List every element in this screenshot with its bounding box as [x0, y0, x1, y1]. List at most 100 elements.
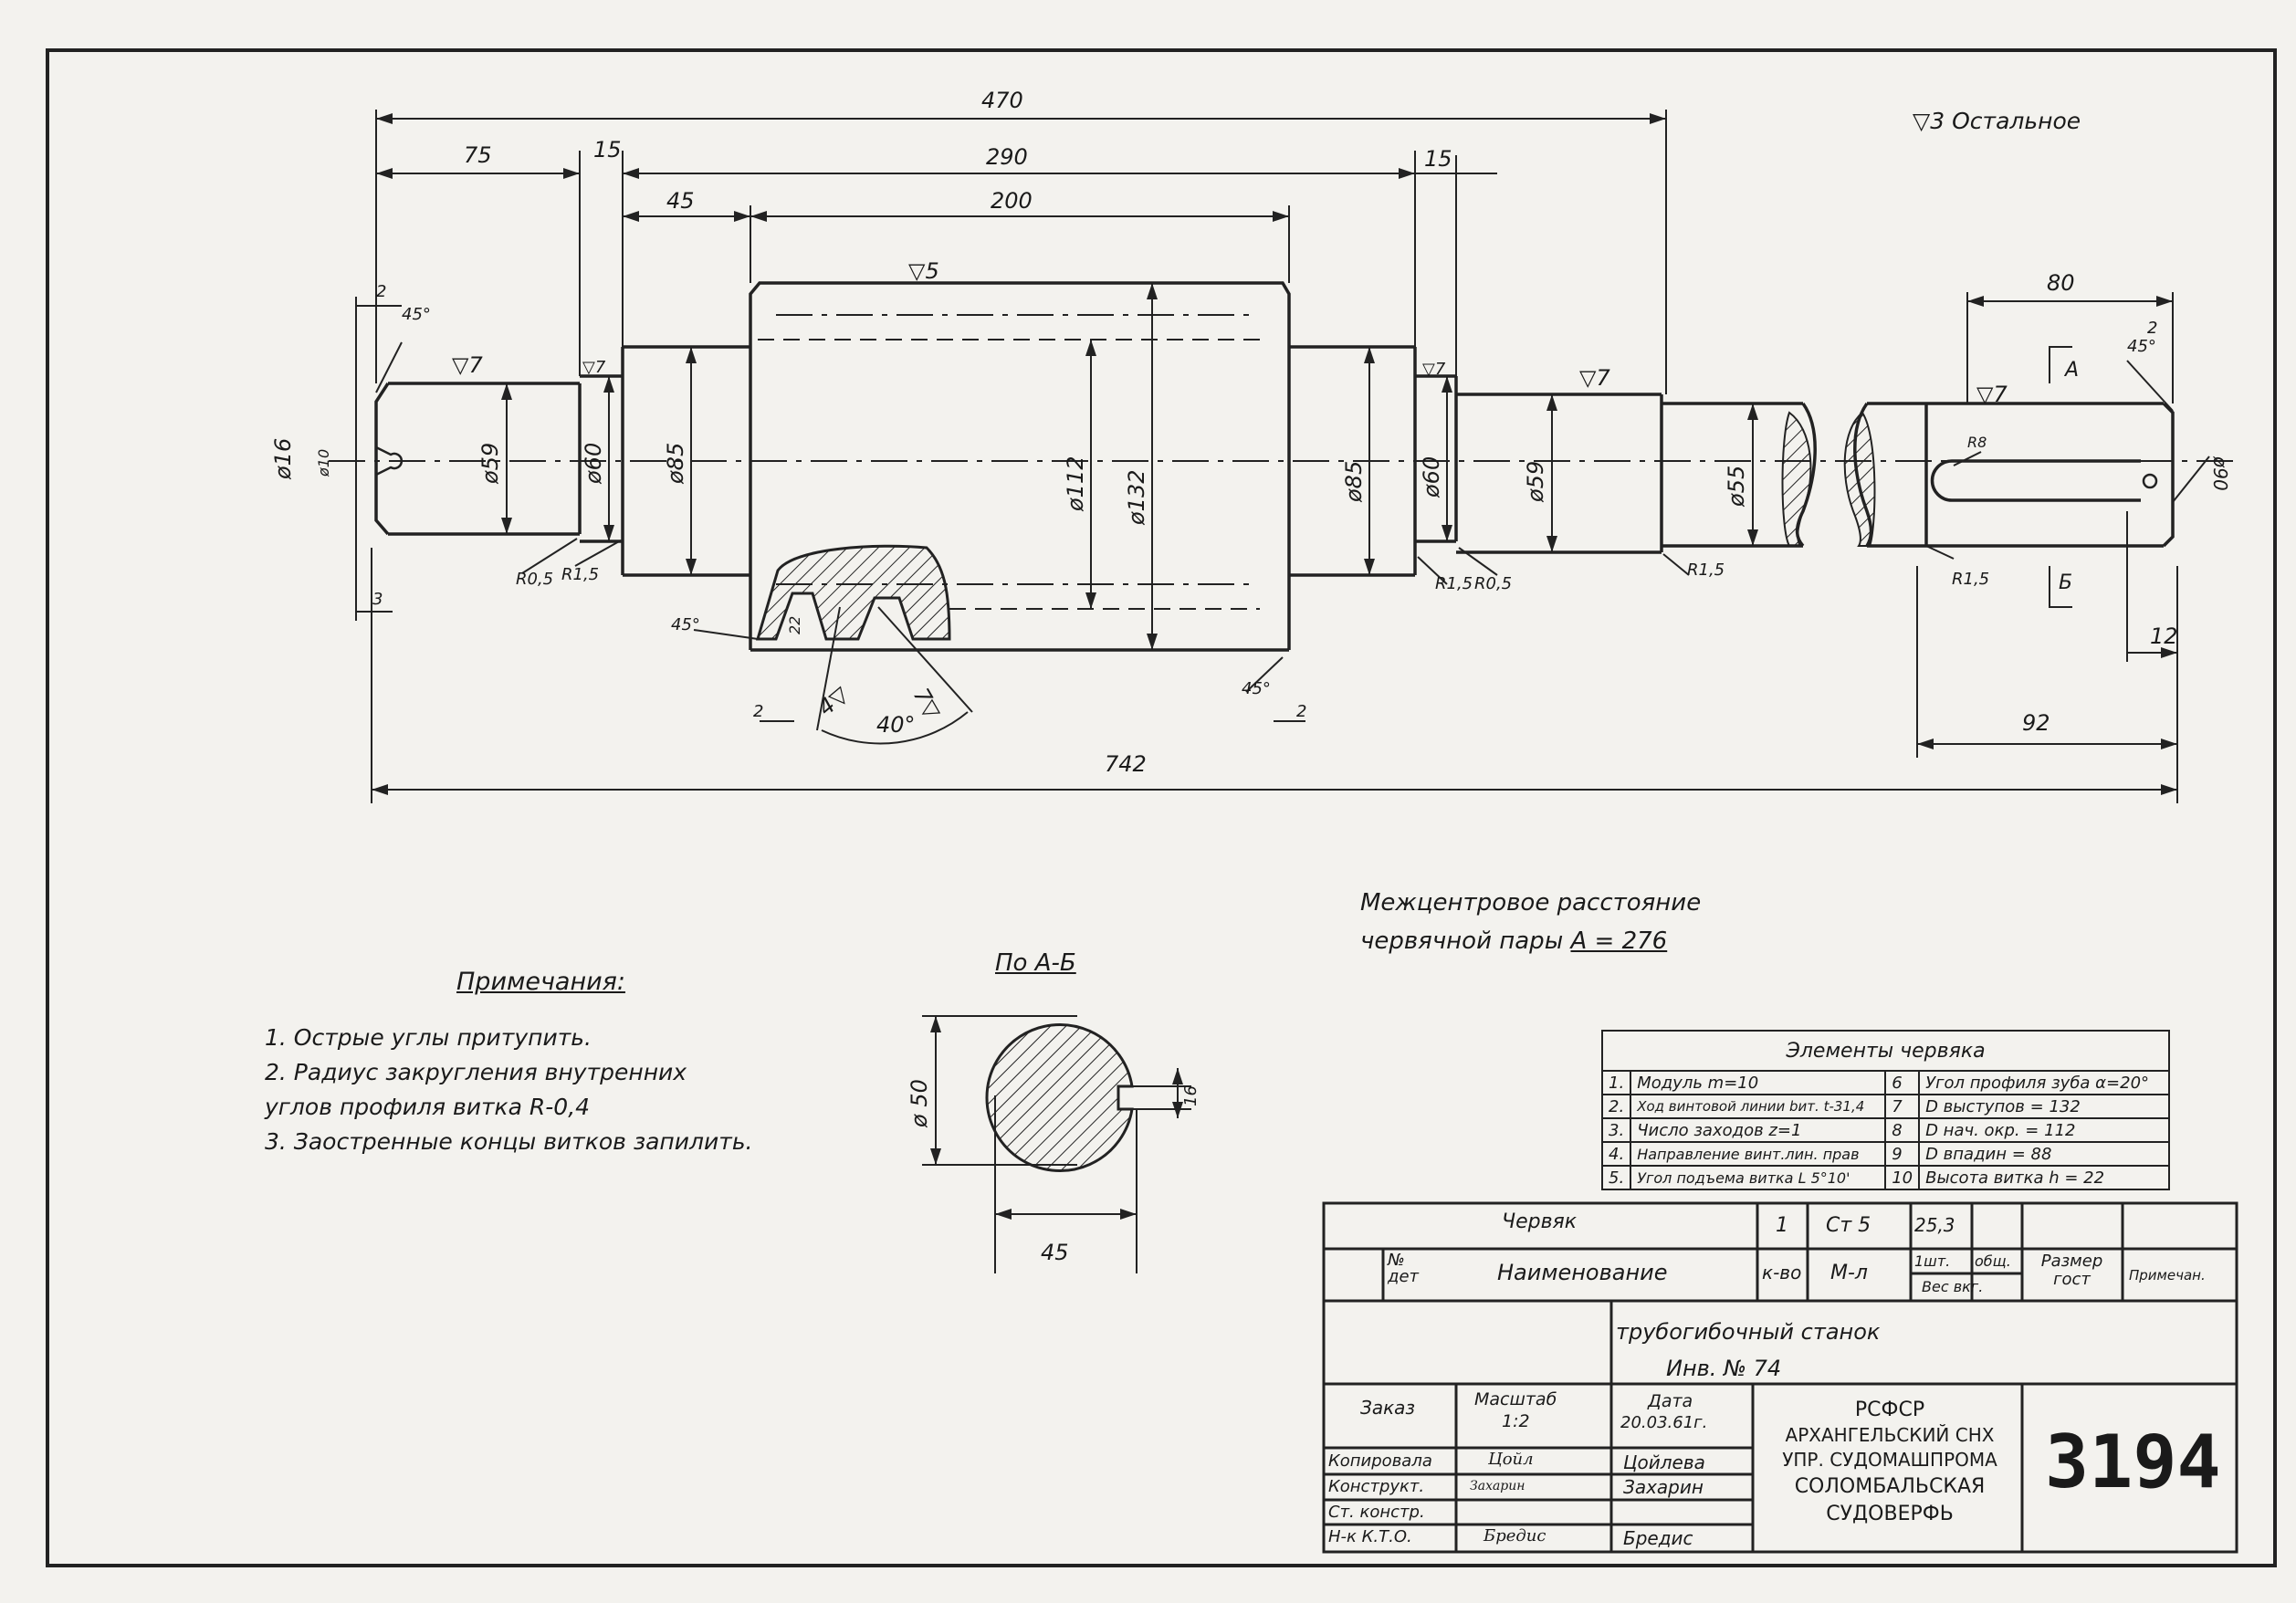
dia-90: ø90 [2209, 456, 2231, 491]
col-name: Наименование [1497, 1260, 1668, 1285]
dim-2a: 2 [376, 282, 386, 301]
part-weight: 25,3 [1914, 1214, 1955, 1236]
angle-45b: 45° [2127, 337, 2156, 356]
note-item: углов профиля витка R-0,4 [265, 1094, 591, 1120]
dim-290: 290 [986, 144, 1028, 170]
order-label: Заказ [1360, 1397, 1416, 1419]
section-b-label: Б [2059, 571, 2072, 594]
designer-signature: Захарин [1470, 1479, 1525, 1493]
inventory-no: Инв. № 74 [1666, 1356, 1782, 1381]
note-item: 2. Радиус закругления внутренних [265, 1059, 687, 1085]
dia-59a: ø59 [477, 443, 503, 485]
col-qty: к-во [1762, 1262, 1802, 1283]
center-distance-line2: червячной пары А = 276 [1360, 927, 1668, 955]
shaft-outline [374, 281, 2175, 652]
dim-15a: 15 [593, 137, 622, 162]
angle-45d: 45° [1242, 679, 1271, 698]
dim-3: 3 [372, 590, 383, 609]
copied-label: Копировала [1328, 1451, 1432, 1471]
rough-7e: ▽7 [1976, 382, 2008, 407]
notes-title: Примечания: [456, 968, 626, 996]
date-value: 20.03.61г. [1620, 1413, 1708, 1432]
part-qty: 1 [1776, 1214, 1788, 1237]
sheet-frame [46, 48, 2277, 1567]
col-material: М-л [1830, 1262, 1868, 1284]
dim-45: 45 [666, 188, 695, 214]
dia-59b: ø59 [1523, 461, 1548, 503]
r15d: R1,5 [1952, 570, 1989, 589]
r15a: R1,5 [561, 565, 599, 584]
col-size-standard: Размер гост [2040, 1252, 2103, 1289]
org-line2: АРХАНГЕЛЬСКИЙ СНХ [1785, 1424, 1995, 1446]
break-section-left [1781, 411, 1812, 547]
dimension-texts: 470 75 15 290 15 45 200 80 742 92 12 2 2… [270, 88, 2231, 1265]
section-title: По А-Б [995, 949, 1076, 977]
r8: R8 [1967, 434, 1987, 451]
control-name: Бредис [1623, 1527, 1693, 1549]
dim-2b: 2 [2147, 319, 2157, 338]
scale-label: Масштаб [1474, 1389, 1557, 1409]
designer-name: Захарин [1623, 1476, 1704, 1498]
dim-80: 80 [2047, 270, 2075, 296]
dia-55: ø55 [1724, 466, 1749, 508]
break-section-right [1843, 411, 1876, 547]
rough-7a: ▽7 [452, 352, 483, 378]
angle-45c: 45° [671, 615, 700, 634]
org-line3: УПР. СУДОМАШПРОМА [1782, 1449, 1997, 1471]
title-block-grid [1322, 1201, 2238, 1554]
date-label: Дата [1648, 1391, 1693, 1411]
roughness-other-note: ▽3 Остальное [1913, 108, 2081, 134]
dim-200: 200 [991, 188, 1033, 214]
dia-132: ø132 [1124, 470, 1149, 527]
note-item: 1. Острые углы притупить. [265, 1024, 592, 1051]
r05a: R0,5 [516, 570, 553, 589]
angle-40: 40° [876, 712, 916, 738]
center-distance-line1: Межцентровое расстояние [1360, 889, 1702, 917]
col-part-no: № дет [1388, 1251, 1420, 1286]
rough-5: ▽5 [908, 258, 939, 284]
section-ab [922, 1015, 1191, 1273]
rough-7d: ▽7 [1579, 365, 1610, 391]
org-line5: СУДОВЕРФЬ [1826, 1503, 1954, 1525]
col-weight-unit: Вес вкг. [1922, 1278, 1984, 1295]
org-line1: РСФСР [1854, 1399, 1925, 1421]
center-distance-note: Межцентровое расстояние червячной пары А… [1360, 884, 1701, 960]
scale-value: 1:2 [1502, 1411, 1530, 1431]
rough-7b: ▽7 [582, 358, 606, 377]
worm-profile-section [755, 544, 951, 641]
dia-112: ø112 [1063, 456, 1088, 513]
col-note: Примечан. [2129, 1267, 2206, 1283]
drawing-number: 3194 [2045, 1420, 2221, 1504]
r05b: R0,5 [1474, 574, 1512, 593]
dia-85b: ø85 [1341, 461, 1367, 503]
angle-45a: 45° [402, 305, 431, 324]
notes-list: 1. Острые углы притупить. 2. Радиус закр… [265, 1021, 753, 1159]
note-item: 3. Заостренные концы витков запилить. [265, 1128, 753, 1155]
r15c: R1,5 [1687, 561, 1725, 580]
senior-designer-label: Ст. констр. [1328, 1503, 1425, 1522]
h-22: 22 [786, 616, 803, 634]
control-signature: Бредис [1483, 1526, 1546, 1545]
center-lines [329, 314, 2237, 585]
org-line4: СОЛОМБАЛЬСКАЯ [1794, 1475, 1986, 1498]
sec-dia-50: ø 50 [907, 1079, 932, 1128]
col-weight-one: 1шт. [1914, 1252, 1951, 1270]
hidden-lines [758, 339, 1260, 610]
worm-table-title: Элементы червяка [1600, 1030, 2171, 1072]
dim-742: 742 [1105, 751, 1147, 777]
center-holes [375, 445, 2158, 489]
dia-60a: ø60 [581, 443, 606, 485]
designer-label: Конструкт. [1328, 1477, 1425, 1496]
sec-width-16: 16 [1181, 1085, 1200, 1106]
control-label: Н-к К.Т.О. [1328, 1527, 1412, 1546]
dimension-lines [355, 110, 2210, 803]
dim-470: 470 [981, 88, 1023, 113]
dia-16: ø16 [270, 438, 296, 480]
